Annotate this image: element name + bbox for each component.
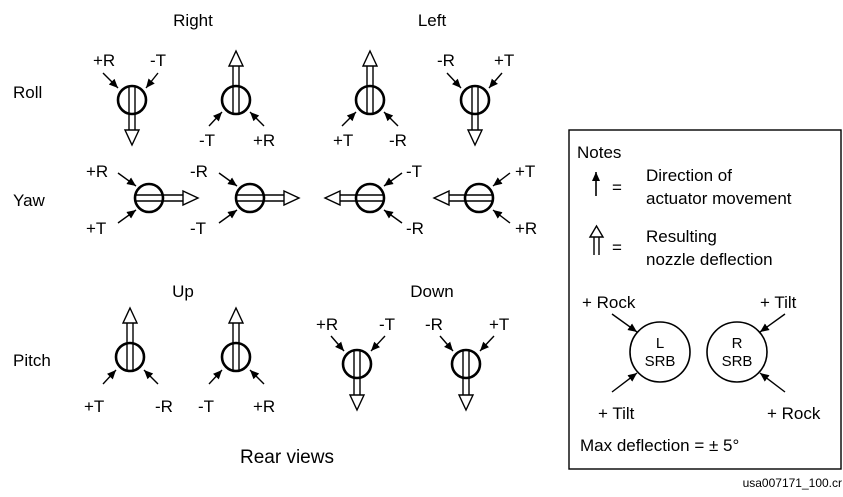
nozzle-diagram-roll-left-1: +T -R [333, 49, 407, 150]
srb-right-tilt-label: + Tilt [760, 293, 797, 312]
header-down: Down [410, 282, 453, 301]
nozzle-diagram-pitch-up-2: -T +R [198, 306, 275, 416]
equals-1: = [612, 178, 622, 197]
label-a: +R [93, 51, 115, 70]
nozzle-legend-line2: nozzle deflection [646, 250, 773, 269]
label-b: -T [190, 219, 206, 238]
srb-left-tilt-label: + Tilt [598, 404, 635, 423]
actuator-legend-line1: Direction of [646, 166, 732, 185]
caption-rear-views: Rear views [240, 447, 334, 468]
notes-title: Notes [577, 143, 621, 162]
nozzle-arrow-icon [588, 224, 605, 255]
srb-right-circle [706, 321, 768, 383]
nozzle-diagram-pitch-up-1: +T -R [84, 306, 173, 416]
header-up: Up [172, 282, 194, 301]
header-left: Left [418, 11, 447, 30]
actuator-legend-line2: actuator movement [646, 189, 792, 208]
nozzle-diagram-yaw-right-1: +R +T [86, 162, 200, 238]
label-b: -T [379, 315, 395, 334]
label-b: +R [253, 131, 275, 150]
label-b: -R [389, 131, 407, 150]
label-a: -T [198, 397, 214, 416]
label-a: -T [406, 162, 422, 181]
label-b: +T [489, 315, 509, 334]
max-deflection-note: Max deflection = ± 5° [580, 436, 739, 455]
nozzle-diagram-roll-right-2: -T +R [199, 49, 275, 150]
nozzle-diagram-yaw-left-1: -T -R [323, 162, 424, 238]
nozzle-diagram-roll-left-2: -R +T [437, 51, 514, 147]
row-label-yaw: Yaw [13, 191, 46, 210]
label-b: +T [494, 51, 514, 70]
label-b: +R [253, 397, 275, 416]
srb-left-rock-label: + Rock [582, 293, 636, 312]
row-label-roll: Roll [13, 83, 42, 102]
srb-left-name: SRB [645, 353, 676, 370]
nozzle-diagram-yaw-left-2: +T +R [432, 162, 537, 238]
nozzle-diagram-pitch-down-1: +R -T [316, 315, 395, 412]
label-a: -T [199, 131, 215, 150]
label-a: -R [437, 51, 455, 70]
label-a: +T [515, 162, 535, 181]
nozzle-diagram-yaw-right-2: -R -T [190, 162, 301, 238]
srb-left-circle [629, 321, 691, 383]
label-b: +T [86, 219, 106, 238]
label-b: -T [150, 51, 166, 70]
label-a: +T [84, 397, 104, 416]
label-a: -R [190, 162, 208, 181]
label-a: +T [333, 131, 353, 150]
srb-left-letter: L [656, 335, 664, 352]
figure-id: usa007171_100.cr [743, 476, 842, 490]
label-b: -R [406, 219, 424, 238]
label-a: -R [425, 315, 443, 334]
label-b: +R [515, 219, 537, 238]
label-a: +R [86, 162, 108, 181]
nozzle-legend-line1: Resulting [646, 227, 717, 246]
header-right: Right [173, 11, 213, 30]
label-b: -R [155, 397, 173, 416]
srb-right-rock-label: + Rock [767, 404, 821, 423]
equals-2: = [612, 238, 622, 257]
row-label-pitch: Pitch [13, 351, 51, 370]
srb-right-name: SRB [722, 353, 753, 370]
nozzle-diagram-pitch-down-2: -R +T [425, 315, 509, 412]
nozzle-diagram-roll-right-1: +R -T [93, 51, 166, 147]
label-a: +R [316, 315, 338, 334]
notes-box: Notes = Direction of actuator movement =… [568, 129, 842, 470]
srb-right-letter: R [732, 335, 743, 352]
